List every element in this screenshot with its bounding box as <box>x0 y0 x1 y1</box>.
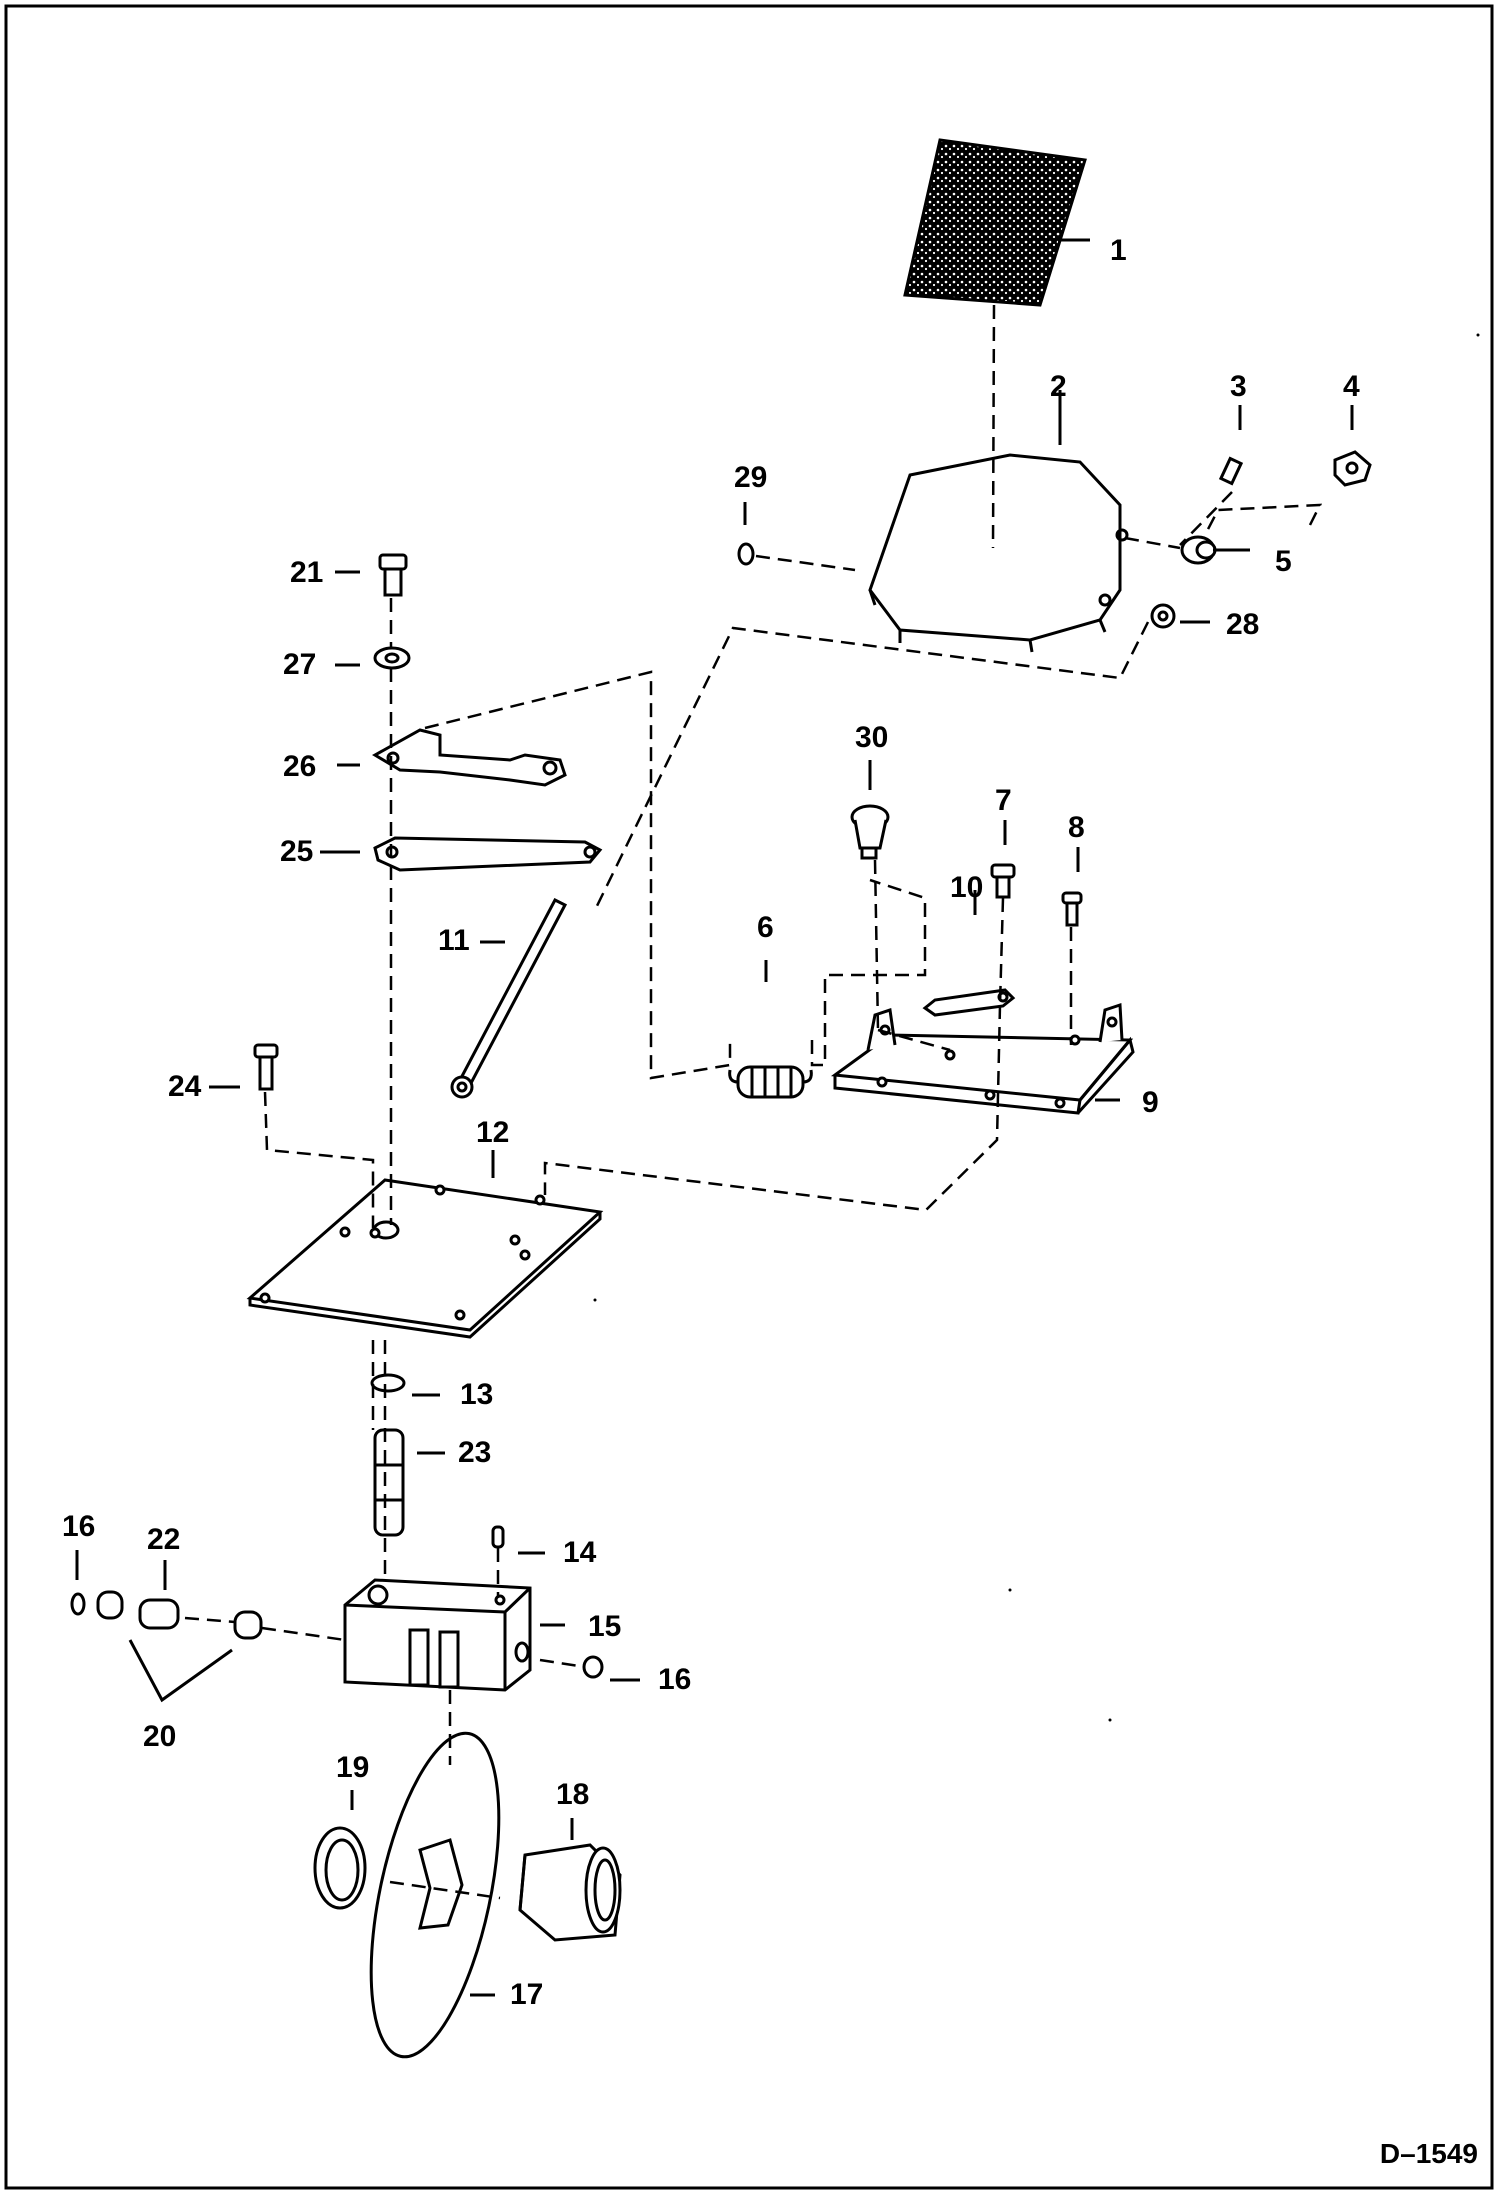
callout-12: 12 <box>476 1116 510 1149</box>
plug-part-16-right <box>582 1655 604 1679</box>
callout-13: 13 <box>460 1378 494 1411</box>
seal-part-20a <box>96 1590 124 1620</box>
callout-23: 23 <box>458 1436 492 1469</box>
drawing-border <box>4 4 1494 2190</box>
seal-part-20b <box>233 1610 263 1640</box>
callout-5: 5 <box>1275 545 1292 578</box>
o-ring-part-13 <box>370 1373 406 1393</box>
callout-20: 20 <box>143 1720 177 1753</box>
cam-disc-part-17 <box>369 1731 501 2059</box>
callout-16-left: 16 <box>62 1510 96 1543</box>
callout-29: 29 <box>734 461 768 494</box>
callout-7: 7 <box>995 784 1012 817</box>
callout-25: 25 <box>280 835 314 868</box>
callout-14: 14 <box>563 1536 597 1569</box>
callout-15: 15 <box>588 1610 622 1643</box>
callout-1: 1 <box>1110 234 1127 267</box>
drawing-number: D–1549 <box>1379 2138 1478 2169</box>
callout-2: 2 <box>1050 370 1067 403</box>
knob-part-30 <box>850 804 890 860</box>
bolt-part-21 <box>378 553 408 597</box>
callout-30: 30 <box>855 721 889 754</box>
callout-19: 19 <box>336 1751 370 1784</box>
callout-27: 27 <box>283 648 317 681</box>
mounting-bracket-part-9 <box>830 1002 1135 1115</box>
callout-21: 21 <box>290 556 324 589</box>
washer-part-27 <box>373 646 411 670</box>
callout-10: 10 <box>950 871 984 904</box>
callout-3: 3 <box>1230 370 1247 403</box>
valve-block-part-15 <box>343 1578 532 1692</box>
bracket-part-26 <box>372 728 567 787</box>
nut-part-28 <box>1150 603 1176 629</box>
rod-part-11 <box>450 898 568 1099</box>
spool-part-23 <box>373 1428 405 1537</box>
lever-part-10 <box>922 988 1016 1017</box>
sleeve-part-22 <box>138 1598 180 1630</box>
callout-8: 8 <box>1068 811 1085 844</box>
pedal-pad-part <box>903 138 1087 307</box>
bolt-part-7 <box>990 863 1016 899</box>
retaining-ring-part-19 <box>313 1826 367 1910</box>
bolt-part-8 <box>1061 891 1083 927</box>
assembly-lines <box>184 304 1323 1900</box>
callout-leaders <box>75 238 1354 1997</box>
callout-16-right: 16 <box>658 1663 692 1696</box>
callout-11: 11 <box>438 924 470 957</box>
bracket-line-20 <box>128 1639 233 1703</box>
callout-6: 6 <box>757 911 774 944</box>
mounting-plate-part-12 <box>246 1178 604 1339</box>
spring-part-6 <box>728 1065 813 1099</box>
callout-18: 18 <box>556 1778 590 1811</box>
callout-24: 24 <box>168 1070 202 1103</box>
pin-part-14 <box>491 1525 505 1549</box>
pedal-part <box>868 453 1129 653</box>
nut-part-4 <box>1333 450 1372 487</box>
lever-part-25 <box>373 836 603 872</box>
callout-17: 17 <box>510 1978 544 2011</box>
nut-part-18 <box>518 1843 622 1942</box>
plug-part-16-left <box>70 1592 86 1616</box>
callout-22: 22 <box>147 1523 181 1556</box>
bushing-part-5 <box>1180 535 1217 565</box>
bumper-part-29 <box>737 542 755 566</box>
scan-specks <box>593 333 1480 1722</box>
callout-4: 4 <box>1343 370 1360 403</box>
callout-9: 9 <box>1142 1086 1159 1119</box>
bolt-part-24 <box>253 1043 279 1091</box>
callout-26: 26 <box>283 750 317 783</box>
callout-28: 28 <box>1226 608 1260 641</box>
roll-pin-part <box>1218 456 1244 486</box>
